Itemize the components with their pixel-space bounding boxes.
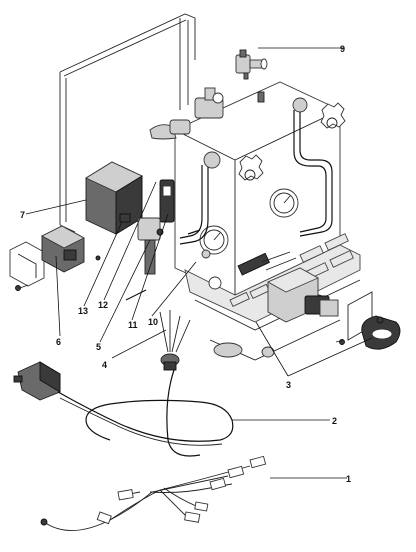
valve-cluster <box>169 87 265 135</box>
callout-6: 6 <box>56 337 61 347</box>
solenoid-valve <box>235 49 268 80</box>
relay-bracket <box>9 225 85 291</box>
power-cord <box>13 361 234 457</box>
callout-12: 12 <box>98 300 108 310</box>
transformer-box <box>85 161 143 235</box>
callout-9: 9 <box>340 44 345 54</box>
callout-5: 5 <box>96 342 101 352</box>
steam-knobs <box>238 102 346 181</box>
callout-10: 10 <box>148 317 158 327</box>
wiring-harness <box>40 455 267 531</box>
switch-panel-assembly <box>237 251 401 350</box>
callout-4: 4 <box>102 360 107 370</box>
callout-2: 2 <box>332 416 337 426</box>
housing-frame <box>59 13 196 233</box>
callout-13: 13 <box>78 306 88 316</box>
leader-lines <box>25 47 373 479</box>
callout-1: 1 <box>346 474 351 484</box>
cable-grommet <box>159 249 222 371</box>
pressure-switch <box>95 179 201 301</box>
callout-7: 7 <box>20 210 25 220</box>
callout-11: 11 <box>128 320 138 330</box>
pressure-gauges <box>199 188 299 255</box>
callout-3: 3 <box>286 380 291 390</box>
steam-pipes <box>149 97 333 245</box>
callout-labels: 1 2 3 4 5 6 7 9 10 11 12 13 <box>20 44 351 484</box>
